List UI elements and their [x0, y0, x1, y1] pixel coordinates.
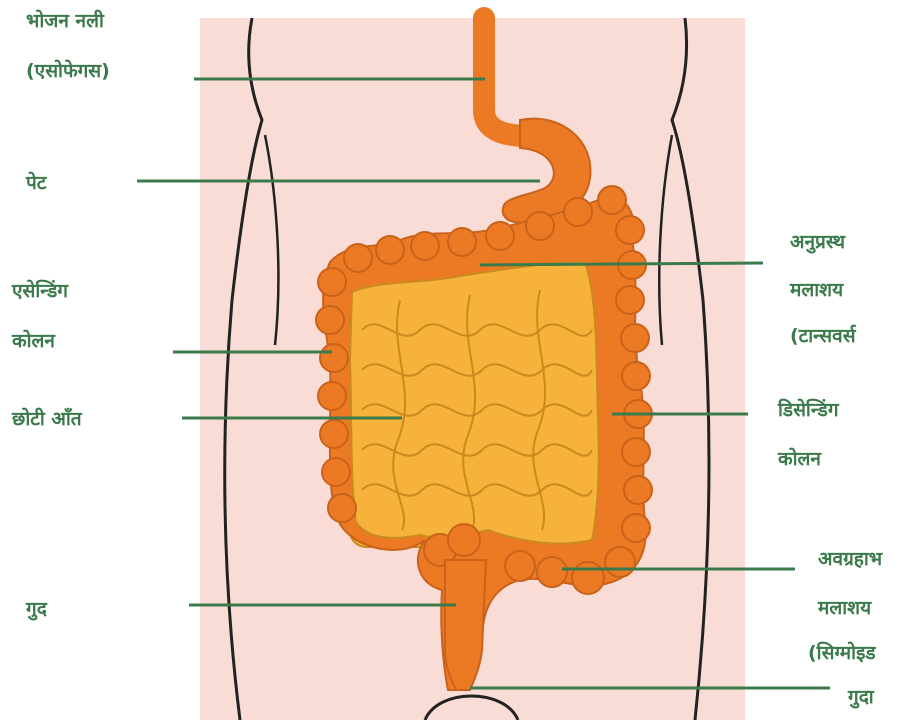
- label-transverse-1: अनुप्रस्थ: [790, 231, 845, 253]
- label-esophagus-1: भोजन नली: [26, 10, 104, 32]
- leader-transverse: [480, 263, 763, 265]
- label-sigmoid-3: (सिग्मोइड: [808, 642, 876, 664]
- label-ascending-1: एसेन्डिंग: [12, 280, 68, 302]
- label-descending-1: डिसेन्डिंग: [778, 399, 839, 421]
- label-transverse-3: (टान्सवर्स: [790, 325, 856, 347]
- label-descending-2: कोलन: [778, 448, 821, 470]
- label-sigmoid-1: अवग्रहाभ: [818, 548, 882, 570]
- label-small-intestine: छोटी आँत: [12, 408, 82, 430]
- label-ascending-2: कोलन: [12, 330, 55, 352]
- label-esophagus-2: (एसोफेगस): [26, 60, 110, 82]
- label-transverse-2: मलाशय: [790, 279, 843, 301]
- label-sigmoid-2: मलाशय: [818, 597, 871, 619]
- label-anus: गुदा: [848, 686, 874, 708]
- label-rectum: गुद: [26, 598, 47, 620]
- label-stomach: पेट: [26, 172, 46, 194]
